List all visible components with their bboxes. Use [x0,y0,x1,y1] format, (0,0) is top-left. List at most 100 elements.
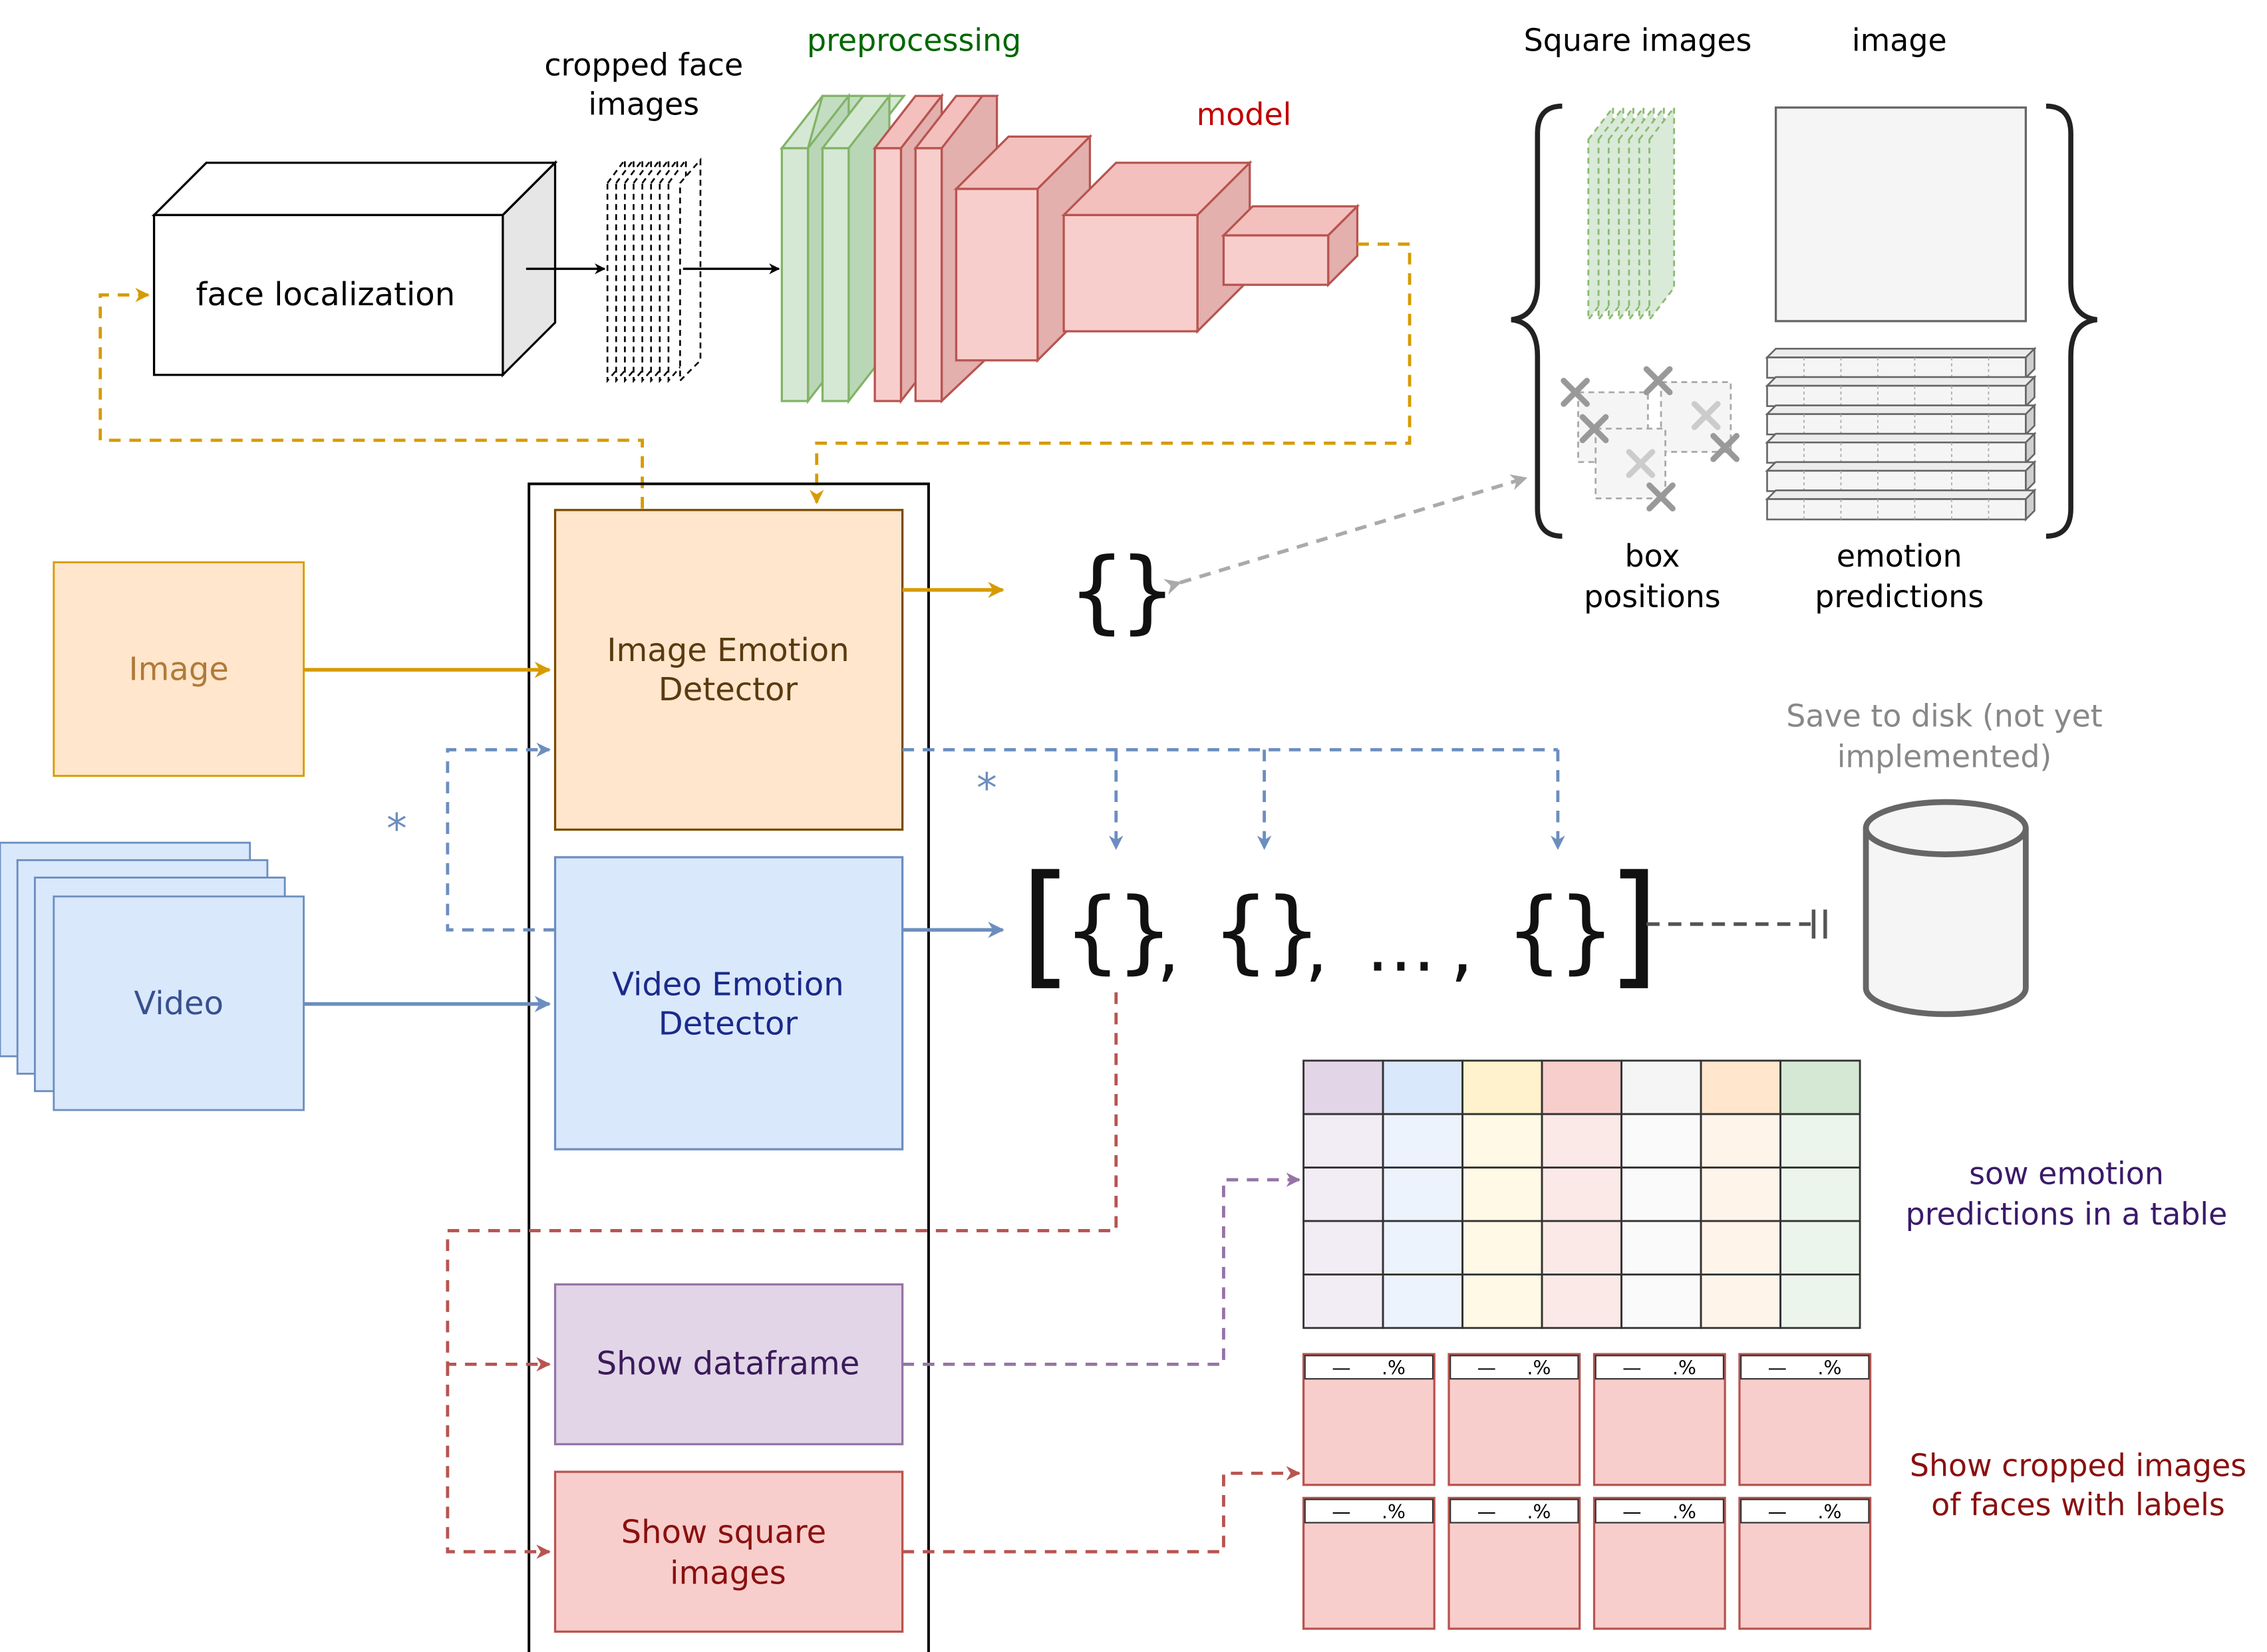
gray-link-dict-to-structure [1163,474,1528,595]
table-header-cell [1620,1059,1702,1115]
image-detector-label-1: Image Emotion [607,632,849,669]
table-cell [1620,1167,1702,1222]
show-cropped-label-1: Show cropped images [1910,1448,2246,1484]
table-cell [1541,1113,1623,1169]
show-square-box [553,1470,904,1633]
table-cell [1461,1273,1543,1329]
emotion-predictions-label-1: emotion [1837,538,1962,574]
list-comma-1: , [1157,906,1180,991]
box-positions-label-2: positions [1584,579,1721,615]
image-input-label: Image [128,650,228,688]
tile-dash: — [1768,1357,1787,1379]
video-detector-label-2: Detector [659,1005,798,1042]
table-header-cell [1700,1059,1782,1115]
emotion-slab [1765,431,2037,466]
red-dashed-to-tiles [902,1466,1301,1554]
table-cell [1461,1167,1543,1222]
tile-dash: — [1332,1501,1350,1523]
image-emotion-detector [553,509,904,831]
tile-percent: .% [1817,1501,1841,1523]
table-cell [1620,1273,1702,1329]
list-item-1-open: { [1064,878,1121,983]
table-cell [1541,1273,1623,1329]
tile-percent: .% [1527,1501,1551,1523]
star-left: * [386,805,407,853]
dict-open-brace: { [1068,538,1126,643]
detector-container [528,482,930,1652]
face-tile: —.% [1302,1496,1436,1630]
image-placeholder [1774,106,2027,323]
list-open-bracket: [ [1020,847,1072,1002]
disk-cylinder [1863,799,2029,1018]
emotion-slab [1765,460,2037,493]
tile-dash: — [1622,1357,1641,1379]
table-cell [1620,1113,1702,1169]
tile-percent: .% [1672,1357,1696,1379]
table-cell [1779,1113,1861,1169]
list-comma-3: , [1450,906,1473,991]
face-tile: —.% [1738,1353,1872,1486]
tile-percent: .% [1382,1357,1406,1379]
face-localization-box: face localization [151,160,558,378]
table-header-cell [1541,1059,1623,1115]
table-cell [1779,1273,1861,1329]
tile-dash: — [1477,1501,1496,1523]
image-input-box [53,561,305,777]
blue-loop-video-to-image-detector [446,742,555,932]
table-cell [1302,1220,1384,1276]
face-tile: —.% [1447,1496,1581,1630]
table-cell [1700,1167,1782,1222]
model-layers [872,92,1360,404]
model-label: model [1197,96,1292,132]
video-input-stack [0,841,305,1111]
list-item-2-open: { [1212,878,1269,983]
show-cropped-label-2: of faces with labels [1931,1487,2225,1523]
square-images-label: Square images [1524,23,1752,59]
red-dashed-to-dataframe [446,992,1118,1372]
table-cell [1302,1273,1384,1329]
cropped-face-stack [606,157,702,383]
table-cell [1461,1113,1543,1169]
list-item-2-close: } [1265,878,1322,983]
tile-dash: — [1332,1357,1350,1379]
sow-table-label-1: sow emotion [1969,1156,2164,1192]
emotion-predictions-label-2: predictions [1815,579,1984,615]
red-dashed-to-square [446,1364,551,1560]
face-tile: —.% [1302,1353,1436,1486]
purple-dashed-to-table [902,1172,1301,1366]
tile-percent: .% [1817,1357,1841,1379]
box-positions-label-1: box [1624,538,1680,574]
image-detector-label-2: Detector [659,671,798,708]
video-detector-label-1: Video Emotion [612,966,843,1004]
emotion-predictions-stack [1765,346,2037,522]
video-input-label: Video [134,985,224,1022]
table-cell [1541,1220,1623,1276]
table-cell [1541,1167,1623,1222]
table-cell [1302,1113,1384,1169]
face-tile: —.% [1447,1353,1581,1486]
star-right: * [977,765,997,812]
emotion-slab [1765,488,2037,522]
video-emotion-detector [553,856,904,1151]
sow-table-label-2: predictions in a table [1906,1196,2228,1232]
big-brace-left [1511,103,1563,539]
table-cell [1382,1113,1464,1169]
emotion-table [1302,1059,1861,1329]
table-cell [1382,1220,1464,1276]
box-positions-icon [1561,366,1739,512]
face-localization-label: face localization [196,276,456,313]
list-comma-2: , [1305,906,1328,991]
table-header-cell [1382,1059,1464,1115]
tile-dash: — [1477,1357,1496,1379]
table-cell [1779,1220,1861,1276]
orange-loop-from-model [809,242,1412,505]
cropped-face-label-1: cropped face [544,47,743,83]
image-title-label: image [1852,23,1947,59]
save-to-disk-label-1: Save to disk (not yet [1786,698,2103,734]
face-tile: —.% [1592,1496,1726,1630]
emotion-slab [1765,374,2037,408]
face-tiles: —.%—.%—.%—.%—.%—.%—.%—.% [1302,1353,1872,1630]
table-cell [1779,1167,1861,1222]
table-cell [1382,1167,1464,1222]
